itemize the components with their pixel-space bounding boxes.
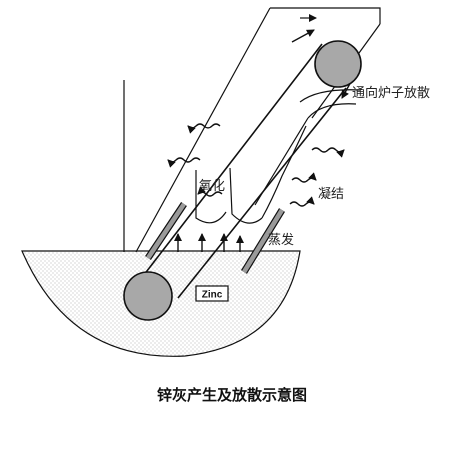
condensation-channel xyxy=(261,125,307,219)
figure-caption: 锌灰产生及放散示意图 xyxy=(156,386,307,404)
oxidation-baffle-right xyxy=(229,167,263,224)
vent-channel-upper xyxy=(299,89,361,103)
snout-top-wall xyxy=(270,7,381,24)
baffle-plate-right xyxy=(241,208,285,274)
evaporation-arrows xyxy=(174,233,244,252)
vent-channel-lower xyxy=(307,103,357,119)
fume-arrows xyxy=(167,123,345,207)
zinc-label: Zinc xyxy=(202,290,223,301)
label-oxidation: 氧化 xyxy=(199,179,225,194)
baffle-plate-left xyxy=(145,202,187,260)
top-roll xyxy=(314,40,362,88)
sink-roll xyxy=(123,271,173,321)
oxidation-baffle-left xyxy=(195,170,227,224)
strip-left xyxy=(139,43,323,281)
zinc-label-box xyxy=(195,285,229,302)
strip-right xyxy=(177,87,347,299)
label-evaporation: 蒸发 xyxy=(268,232,294,248)
snout-left-wall xyxy=(135,7,271,253)
label-vent: 通向炉子放散 xyxy=(352,85,430,101)
strip-arrow-in xyxy=(291,29,315,43)
label-condensation: 凝结 xyxy=(318,186,344,202)
